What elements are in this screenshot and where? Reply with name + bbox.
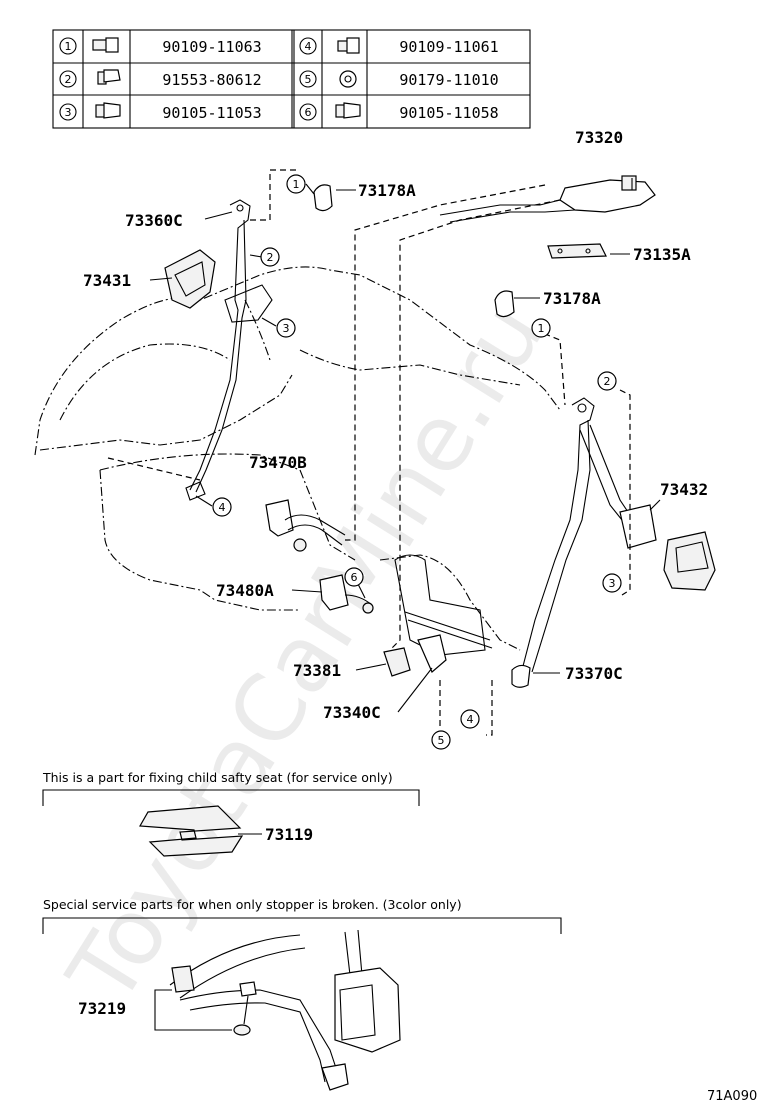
table-part-1: 90109-11063 — [162, 38, 261, 56]
ref-circle: 2 — [597, 371, 617, 391]
part-73470B-buckle — [265, 499, 346, 552]
table-part-4: 90109-11061 — [399, 38, 498, 56]
svg-text:1: 1 — [65, 40, 72, 53]
routing-lines — [107, 169, 631, 736]
part-73432-cover — [663, 531, 716, 591]
svg-text:3: 3 — [65, 106, 72, 119]
ref-circle: 1 — [286, 174, 306, 194]
svg-text:4: 4 — [219, 501, 226, 514]
bolt-icon — [92, 37, 119, 53]
ref-circle: 2 — [260, 247, 280, 267]
callout-73470B: 73470B — [249, 453, 307, 472]
callout-73320: 73320 — [575, 128, 623, 147]
callout-73119: 73119 — [265, 825, 313, 844]
svg-text:2: 2 — [267, 251, 274, 264]
table-index-6: 6 — [299, 103, 317, 121]
diagram-code: 71A090 — [707, 1089, 757, 1104]
right-belt-assembly — [511, 397, 657, 688]
part-73340C-anchor — [417, 634, 447, 673]
bolt-icon — [337, 37, 360, 54]
table-index-4: 4 — [299, 37, 317, 55]
nut-icon — [339, 70, 357, 88]
svg-text:3: 3 — [609, 577, 616, 590]
table-part-3: 90105-11053 — [162, 104, 261, 122]
svg-text:4: 4 — [305, 40, 312, 53]
fastener-table: 1 2 3 4 5 6 90109-11063 91553-80612 9010… — [52, 29, 531, 129]
circle-refs: 1 2 3 4 1 2 3 6 5 4 — [212, 174, 622, 750]
table-index-3: 3 — [59, 103, 77, 121]
stopper-section: Special service parts for when only stop… — [42, 897, 562, 1091]
part-73480A-buckle — [319, 574, 374, 614]
ref-circle: 6 — [344, 567, 364, 587]
part-73178A-cap-mid — [494, 290, 515, 318]
callout-73480A: 73480A — [216, 581, 274, 600]
part-73178A-cap-top — [313, 184, 333, 212]
ref-circle: 3 — [276, 318, 296, 338]
table-index-5: 5 — [299, 70, 317, 88]
svg-text:3: 3 — [283, 322, 290, 335]
ref-circle: 4 — [460, 709, 480, 729]
ref-circle: 1 — [531, 318, 551, 338]
callout-73431: 73431 — [83, 271, 131, 290]
leader-lines — [149, 178, 661, 835]
table-part-2: 91553-80612 — [162, 71, 261, 89]
callout-73178A-mid: 73178A — [543, 289, 601, 308]
svg-text:4: 4 — [467, 713, 474, 726]
bolt-icon — [95, 102, 121, 119]
callout-73340C: 73340C — [323, 703, 381, 722]
svg-text:2: 2 — [604, 375, 611, 388]
bolt-icon — [97, 69, 121, 85]
left-belt-assembly — [185, 199, 273, 501]
callout-73219: 73219 — [78, 999, 126, 1018]
svg-text:6: 6 — [305, 106, 312, 119]
svg-text:2: 2 — [65, 73, 72, 86]
callout-73381: 73381 — [293, 661, 341, 680]
svg-text:1: 1 — [293, 178, 300, 191]
child-seat-section: This is a part for fixing child safty se… — [42, 770, 420, 857]
svg-text:5: 5 — [438, 734, 445, 747]
bolt-icon — [335, 102, 361, 119]
table-part-6: 90105-11058 — [399, 104, 498, 122]
svg-text:6: 6 — [351, 571, 358, 584]
table-index-1: 1 — [59, 37, 77, 55]
callout-73370C: 73370C — [565, 664, 623, 683]
stopper-note: Special service parts for when only stop… — [43, 897, 462, 912]
callout-73178A-top: 73178A — [358, 181, 416, 200]
child-seat-note: This is a part for fixing child safty se… — [42, 770, 393, 785]
svg-text:1: 1 — [538, 322, 545, 335]
svg-text:5: 5 — [305, 73, 312, 86]
ref-circle: 5 — [431, 730, 451, 750]
part-73135A — [547, 243, 607, 259]
part-callouts: 73320 73178A 73360C 73135A 73431 73178A … — [83, 128, 708, 722]
ref-circle: 3 — [602, 573, 622, 593]
callout-73360C: 73360C — [125, 211, 183, 230]
callout-73432: 73432 — [660, 480, 708, 499]
table-part-5: 90179-11010 — [399, 71, 498, 89]
part-73381-anchor — [383, 647, 411, 677]
table-index-2: 2 — [59, 70, 77, 88]
ref-circle: 4 — [212, 497, 232, 517]
callout-73135A: 73135A — [633, 245, 691, 264]
part-73431-cover — [164, 249, 216, 309]
